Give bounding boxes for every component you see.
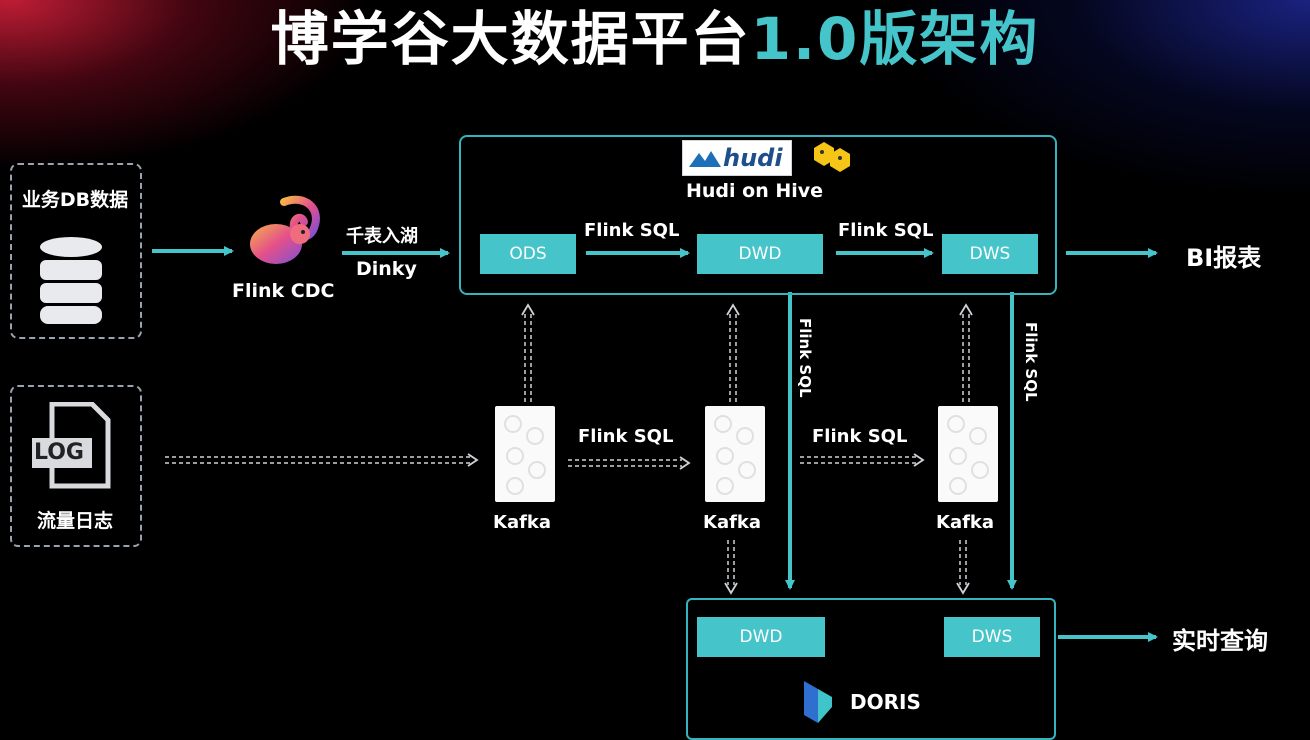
log-source-label: 流量日志 <box>36 510 113 532</box>
kafka-icon <box>705 406 765 502</box>
doris-dws-layer: DWS <box>944 617 1040 657</box>
realtime-query-label: 实时查询 <box>1172 627 1268 655</box>
title-main: 博学谷大数据平台 <box>270 5 751 73</box>
flink-sql-vertical-dws: Flink SQL <box>1022 322 1040 402</box>
hudi-logo: hudi <box>682 140 792 176</box>
hudi-dwd-layer: DWD <box>697 234 823 274</box>
hudi-wave-icon <box>689 151 721 167</box>
ingest-label-dinky: Dinky <box>356 258 417 280</box>
flink-sql-label-ods-dwd: Flink SQL <box>584 220 680 241</box>
hudi-dws-layer: DWS <box>942 234 1038 274</box>
db-source-box <box>10 163 142 339</box>
hudi-hive-box <box>459 135 1057 295</box>
hive-bee-icon <box>814 142 850 172</box>
page-title: 博学谷大数据平台1.0版架构 <box>0 4 1310 74</box>
title-version: 1.0版架构 <box>750 5 1040 73</box>
flink-sql-label-dwd-dws: Flink SQL <box>838 220 934 241</box>
log-file-icon <box>32 402 111 489</box>
kafka-label-3: Kafka <box>936 512 995 533</box>
bi-report-label: BI报表 <box>1186 244 1262 272</box>
kafka-icon <box>495 406 555 502</box>
hudi-logo-text: hudi <box>723 144 783 172</box>
flink-sql-label-k2-k3: Flink SQL <box>812 426 908 447</box>
ods-layer: ODS <box>480 234 576 274</box>
doris-box <box>686 598 1056 740</box>
flink-cdc-label: Flink CDC <box>232 280 335 302</box>
kafka-label-1: Kafka <box>493 512 552 533</box>
kafka-label-2: Kafka <box>703 512 762 533</box>
flink-sql-vertical-dwd: Flink SQL <box>796 318 814 398</box>
log-source-box <box>10 385 142 547</box>
hudi-on-hive-label: Hudi on Hive <box>686 180 824 202</box>
doris-logo-icon <box>804 681 832 723</box>
flink-sql-label-k1-k2: Flink SQL <box>578 426 674 447</box>
ingest-label-tables: 千表入湖 <box>346 226 418 247</box>
flink-squirrel-icon <box>250 195 320 264</box>
db-source-label: 业务DB数据 <box>21 189 129 211</box>
doris-label: DORIS <box>850 690 921 714</box>
doris-dwd-layer: DWD <box>697 617 825 657</box>
database-icon <box>40 237 102 324</box>
log-icon-text: LOG <box>34 440 84 465</box>
kafka-icon <box>938 406 998 502</box>
